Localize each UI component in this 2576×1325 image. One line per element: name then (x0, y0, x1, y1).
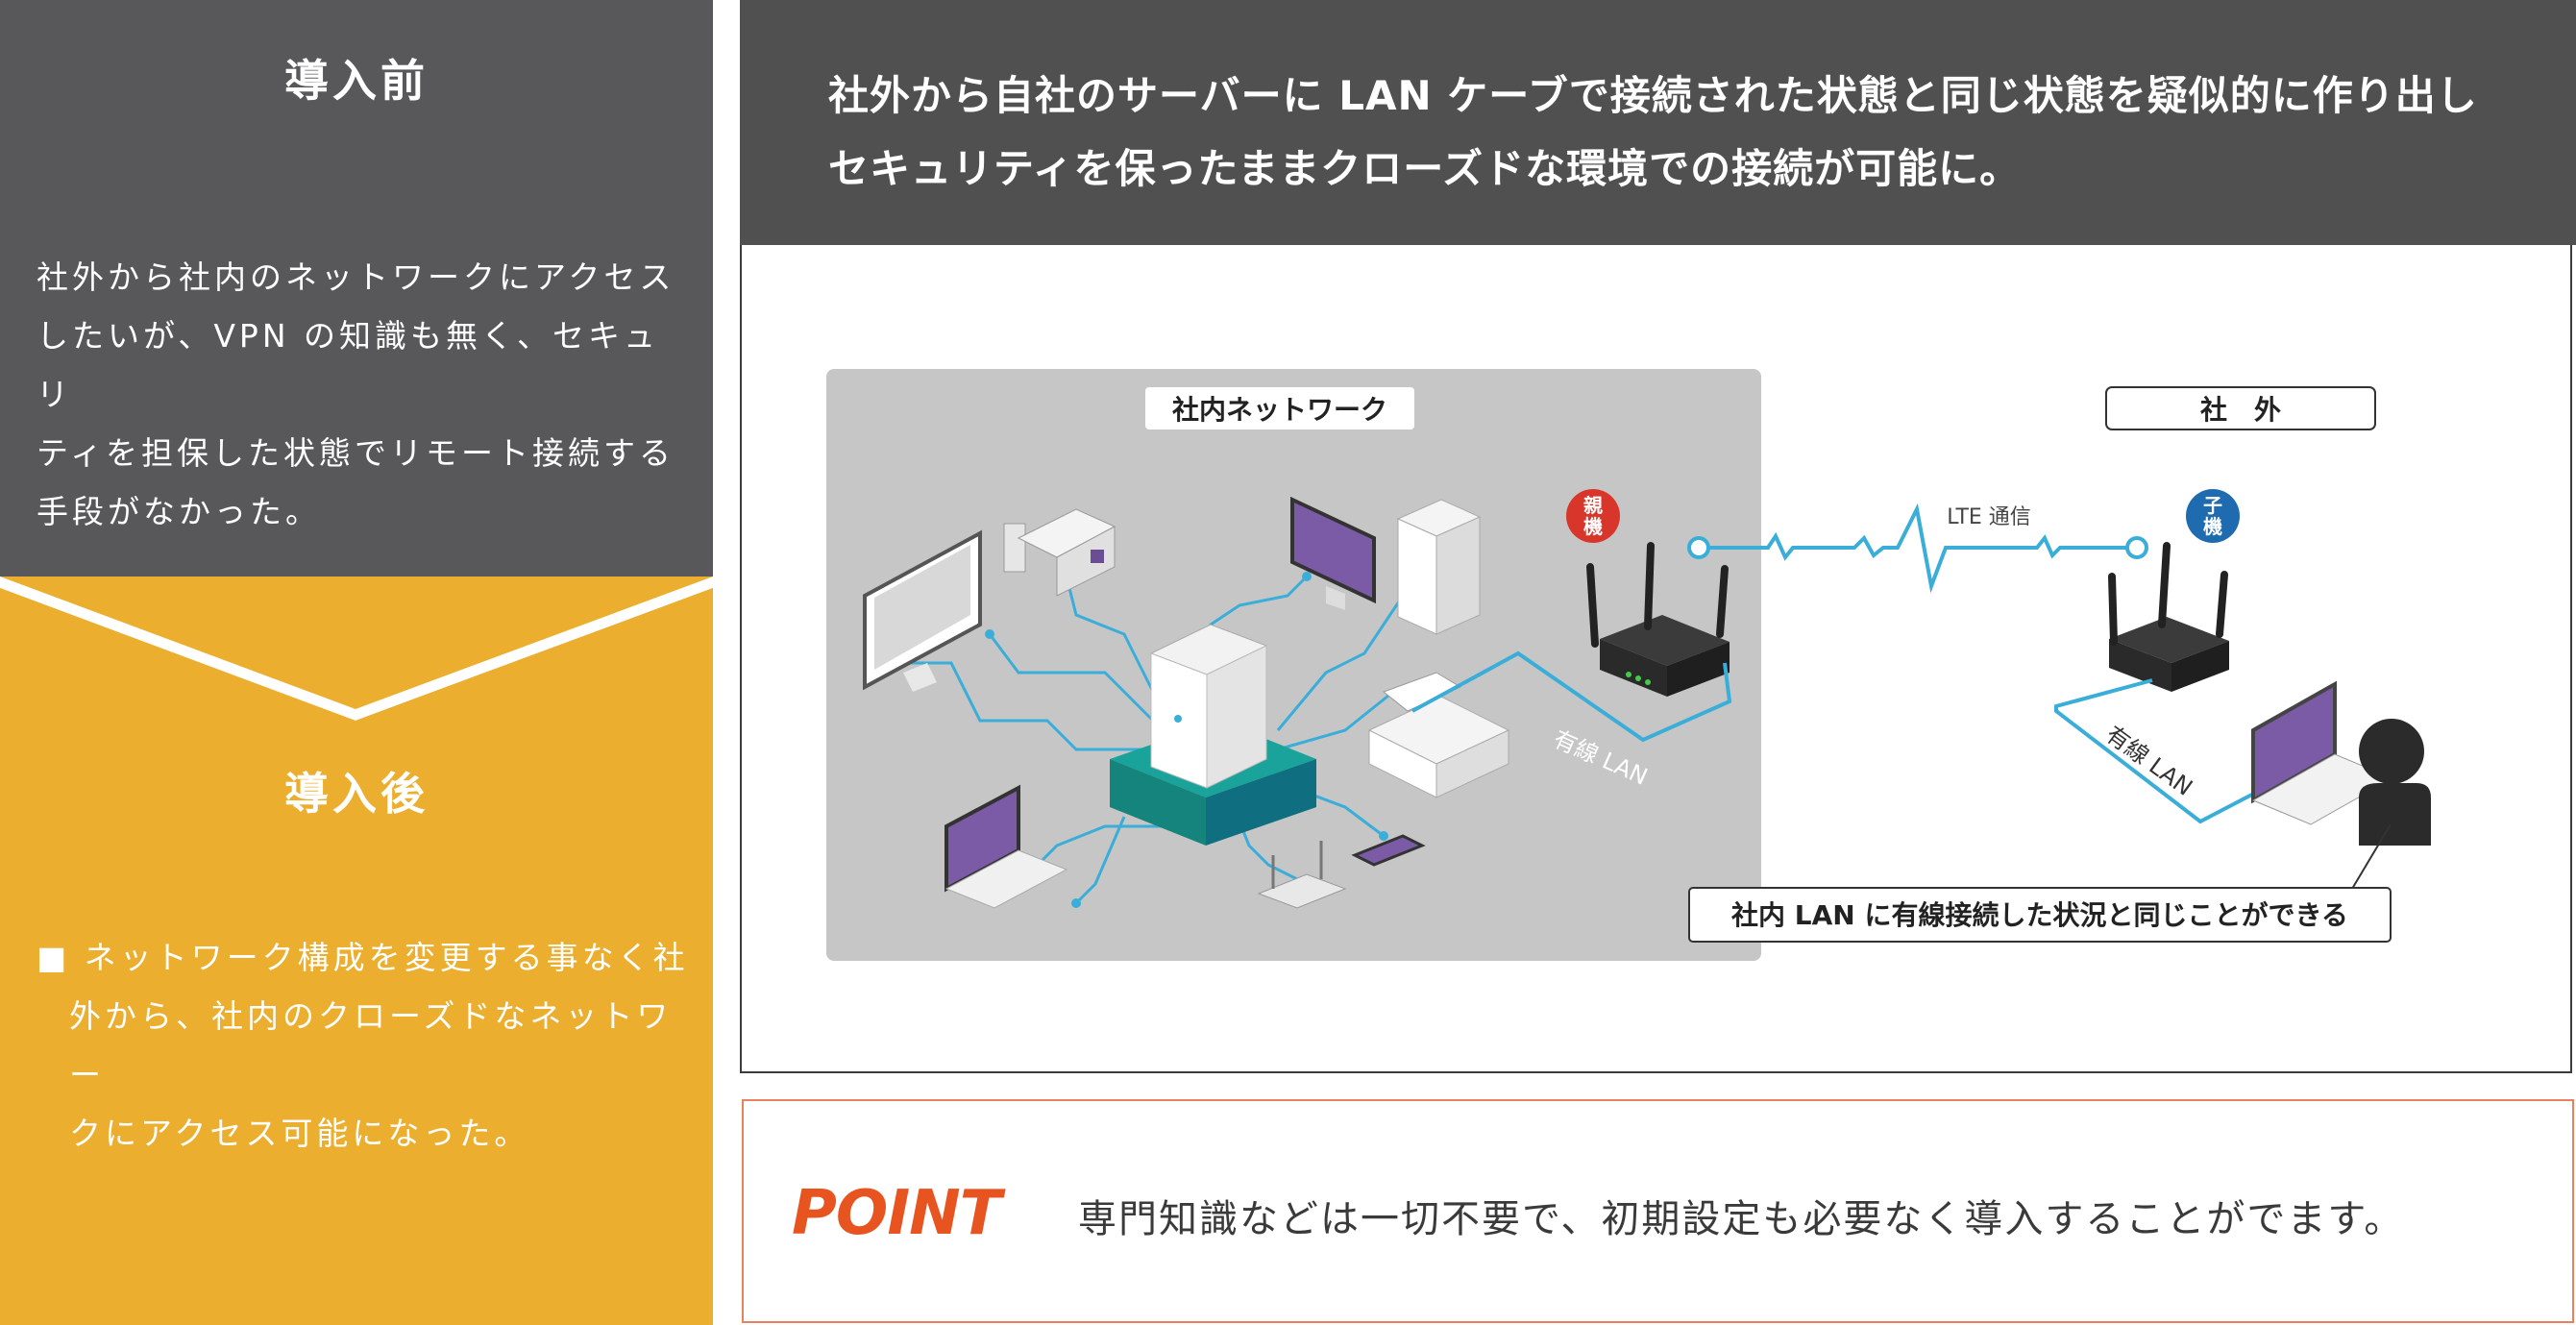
before-line: 手段がなかった。 (37, 493, 321, 530)
title-line-2: セキュリティを保ったままクローズドな環境での接続が可能に。 (828, 145, 2022, 192)
after-panel (0, 577, 713, 1325)
before-line: したいが、VPN の知識も無く、セキュリ (37, 317, 659, 413)
point-text: 専門知識などは一切不要で、初期設定も必要なく導入することがでます。 (1078, 1197, 2405, 1241)
before-description: 社外から社内のネットワークにアクセス したいが、VPN の知識も無く、セキュリ … (37, 248, 680, 541)
diagram-frame (740, 0, 2572, 1073)
point-label: POINT (792, 1178, 1001, 1249)
after-heading: 導入後 (284, 768, 429, 820)
title-line-1: 社外から自社のサーバーに LAN ケーブで接続された状態と同じ状態を疑似的に作り… (828, 72, 2478, 119)
after-description: ■ ネットワーク構成を変更する事なく社 外から、社内のクローズドなネットワー ク… (37, 928, 690, 1163)
before-line: ティを担保した状態でリモート接続する (37, 434, 675, 472)
after-line: クにアクセス可能になった。 (69, 1115, 530, 1152)
point-box: POINT 専門知識などは一切不要で、初期設定も必要なく導入することがでます。 (742, 1099, 2574, 1323)
before-line: 社外から社内のネットワークにアクセス (37, 258, 675, 296)
after-line: ■ ネットワーク構成を変更する事なく社 (37, 939, 689, 976)
left-column: 導入前 社外から社内のネットワークにアクセス したいが、VPN の知識も無く、セ… (0, 0, 713, 1325)
after-line: 外から、社内のクローズドなネットワー (69, 997, 673, 1093)
title-banner: 社外から自社のサーバーに LAN ケーブで接続された状態と同じ状態を疑似的に作り… (740, 0, 2576, 245)
before-heading: 導入前 (284, 55, 429, 107)
